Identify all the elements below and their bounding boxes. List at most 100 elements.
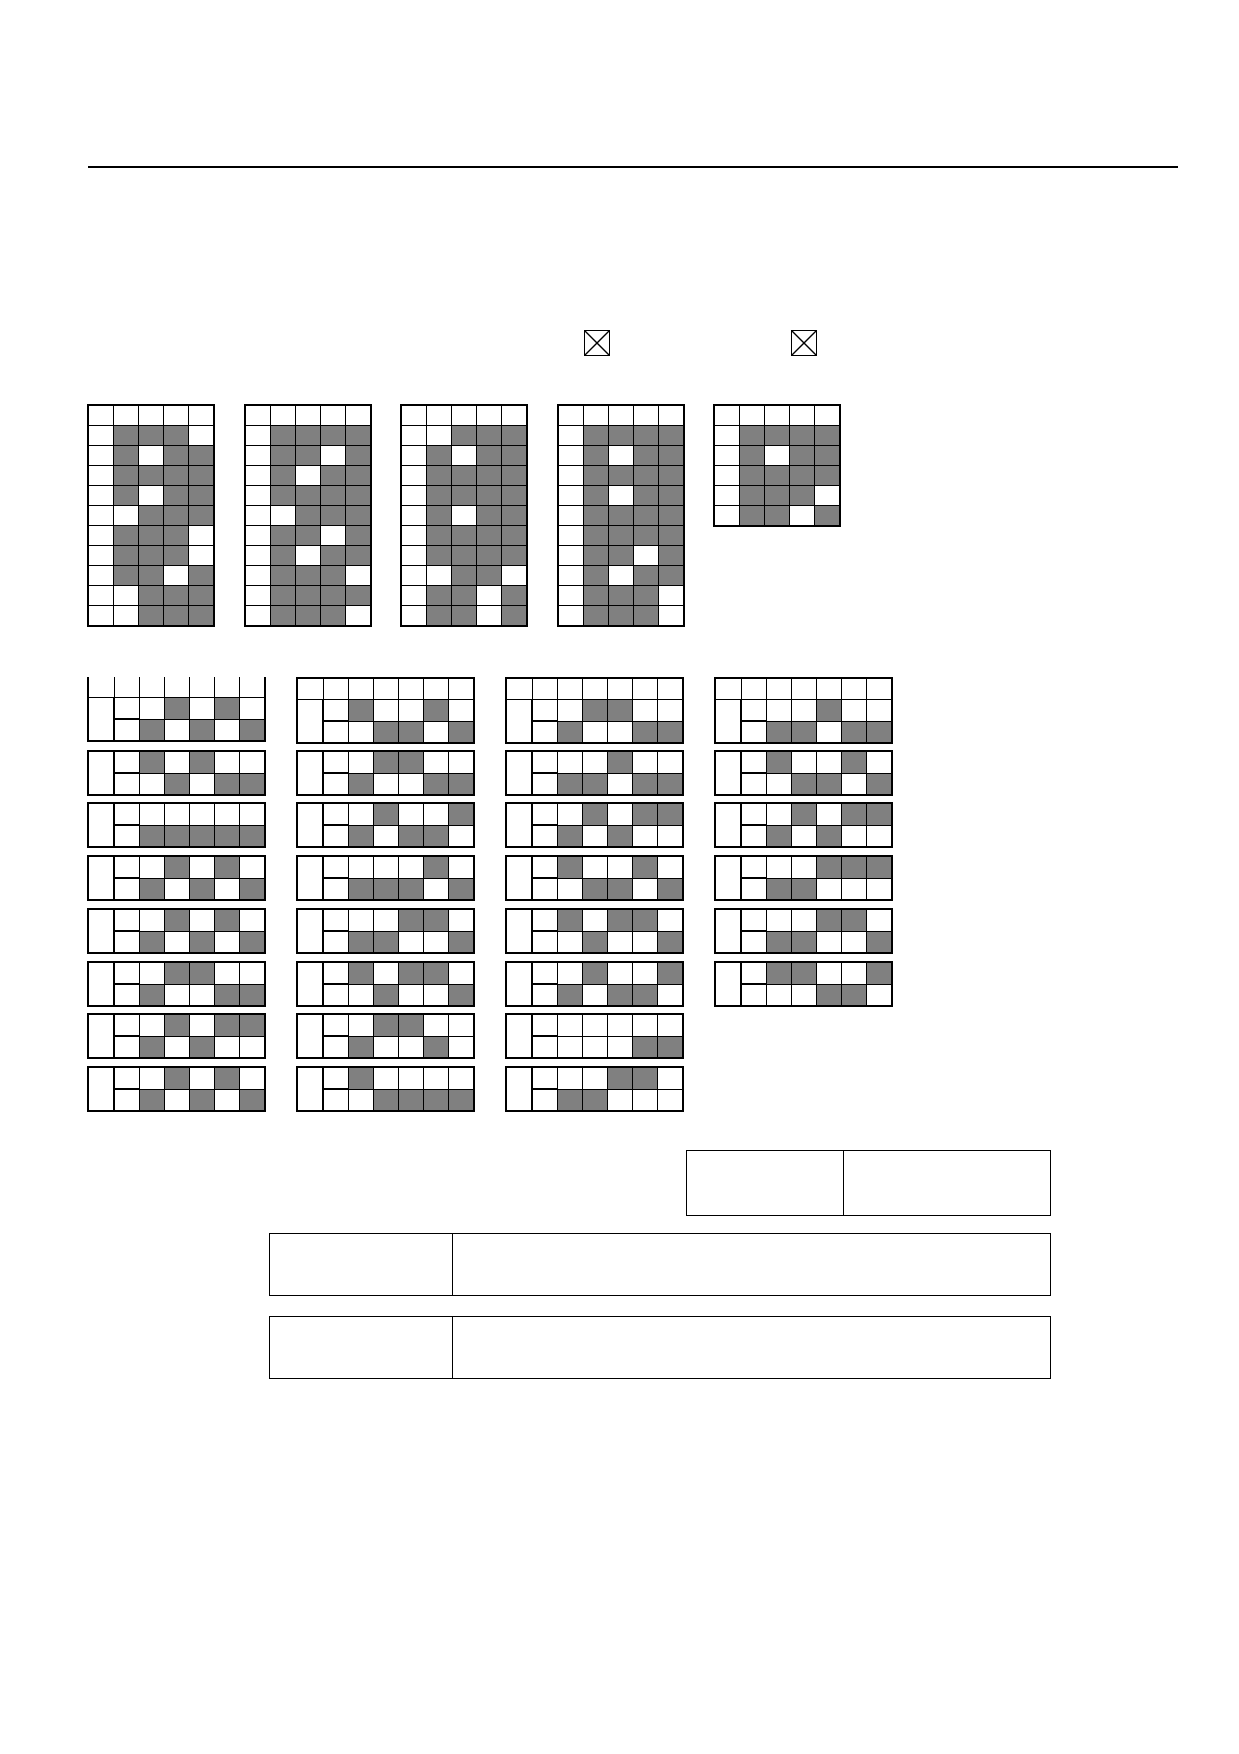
- strip-cell-filled[interactable]: [657, 802, 684, 826]
- grid-cell-filled[interactable]: [163, 545, 189, 566]
- grid-cell-filled[interactable]: [138, 585, 164, 606]
- grid-cell-filled[interactable]: [426, 505, 452, 526]
- grid-cell-empty[interactable]: [426, 565, 452, 586]
- strip-cell-filled[interactable]: [373, 802, 399, 826]
- strip-cell-empty[interactable]: [557, 930, 583, 954]
- strip-cell-filled[interactable]: [766, 750, 792, 774]
- answer-box-cell[interactable]: [687, 1151, 843, 1215]
- grid-cell-empty[interactable]: [113, 605, 139, 627]
- grid-cell-filled[interactable]: [138, 545, 164, 566]
- strip-cell-empty[interactable]: [239, 750, 266, 774]
- grid-cell-filled[interactable]: [658, 425, 685, 446]
- strip-cell-filled[interactable]: [214, 908, 240, 932]
- strip-cell-empty[interactable]: [557, 750, 583, 774]
- strip-cell-empty[interactable]: [139, 908, 165, 932]
- grid-cell-empty[interactable]: [244, 485, 271, 506]
- answer-box-label-cell[interactable]: [270, 1234, 452, 1295]
- strip-cell-empty[interactable]: [189, 1066, 215, 1090]
- strip-cell-filled[interactable]: [816, 983, 842, 1007]
- grid-cell-empty[interactable]: [713, 485, 740, 506]
- strip-cell-empty[interactable]: [657, 824, 684, 848]
- grid-cell-empty[interactable]: [557, 465, 584, 486]
- grid-cell-filled[interactable]: [583, 425, 609, 446]
- strip-cell-empty[interactable]: [348, 855, 374, 879]
- strip-cell-empty[interactable]: [448, 1035, 475, 1059]
- grid-cell-empty[interactable]: [608, 404, 634, 426]
- strip-cell-empty[interactable]: [791, 983, 817, 1007]
- grid-cell-filled[interactable]: [476, 465, 502, 486]
- grid-cell-filled[interactable]: [633, 485, 659, 506]
- strip-cell-filled[interactable]: [632, 1066, 658, 1090]
- strip-cell-empty[interactable]: [164, 983, 190, 1007]
- strip-cell-filled[interactable]: [448, 1088, 475, 1112]
- strip-cell-empty[interactable]: [423, 1013, 449, 1037]
- grid-cell-filled[interactable]: [320, 565, 346, 586]
- grid-cell-filled[interactable]: [345, 545, 372, 566]
- strip-cell-empty[interactable]: [214, 930, 240, 954]
- grid-cell-filled[interactable]: [739, 505, 765, 527]
- strip-cell-filled[interactable]: [164, 961, 190, 985]
- strip-cell-empty[interactable]: [582, 824, 608, 848]
- strip-cell-empty[interactable]: [816, 961, 842, 985]
- grid-cell-empty[interactable]: [557, 605, 584, 627]
- grid-cell-filled[interactable]: [451, 485, 477, 506]
- grid-cell-filled[interactable]: [789, 465, 815, 486]
- strip-cell-empty[interactable]: [607, 930, 633, 954]
- grid-cell-filled[interactable]: [501, 445, 528, 466]
- strip-cell-empty[interactable]: [423, 877, 449, 901]
- strip-cell-empty[interactable]: [582, 908, 608, 932]
- strip-cell-filled[interactable]: [398, 1088, 424, 1112]
- strip-cell-empty[interactable]: [657, 1088, 684, 1112]
- strip-cell-filled[interactable]: [398, 1013, 424, 1037]
- strip-cell-filled[interactable]: [607, 824, 633, 848]
- strip-cell-empty[interactable]: [164, 877, 190, 901]
- strip-cell-filled[interactable]: [557, 720, 583, 744]
- strip-cell-filled[interactable]: [139, 983, 165, 1007]
- grid-cell-filled[interactable]: [451, 585, 477, 606]
- grid-cell-empty[interactable]: [295, 545, 321, 566]
- strip-cell-empty[interactable]: [766, 699, 792, 722]
- strip-cell-empty[interactable]: [816, 750, 842, 774]
- grid-cell-empty[interactable]: [814, 404, 841, 426]
- grid-cell-empty[interactable]: [244, 404, 271, 426]
- strip-cell-empty[interactable]: [139, 1013, 165, 1037]
- grid-cell-filled[interactable]: [295, 565, 321, 586]
- strip-cell-empty[interactable]: [866, 877, 893, 901]
- grid-cell-filled[interactable]: [476, 425, 502, 446]
- strip-cell-empty[interactable]: [657, 855, 684, 879]
- grid-cell-filled[interactable]: [163, 485, 189, 506]
- strip-cell-filled[interactable]: [607, 750, 633, 774]
- strip-cell-filled[interactable]: [791, 930, 817, 954]
- strip-cell-filled[interactable]: [189, 877, 215, 901]
- strip-cell-filled[interactable]: [632, 802, 658, 826]
- strip-cell-empty[interactable]: [189, 908, 215, 932]
- strip-cell-empty[interactable]: [791, 855, 817, 879]
- grid-cell-filled[interactable]: [188, 505, 215, 526]
- strip-cell-filled[interactable]: [866, 961, 893, 985]
- strip-cell-filled[interactable]: [841, 802, 867, 826]
- strip-cell-empty[interactable]: [816, 720, 842, 744]
- grid-cell-filled[interactable]: [658, 565, 685, 586]
- strip-cell-filled[interactable]: [398, 720, 424, 744]
- grid-cell-empty[interactable]: [163, 565, 189, 586]
- strip-cell-filled[interactable]: [557, 908, 583, 932]
- grid-cell-filled[interactable]: [764, 465, 790, 486]
- strip-cell-empty[interactable]: [632, 877, 658, 901]
- strip-cell-empty[interactable]: [607, 855, 633, 879]
- strip-cell-filled[interactable]: [398, 961, 424, 985]
- grid-cell-filled[interactable]: [270, 545, 296, 566]
- grid-cell-filled[interactable]: [451, 565, 477, 586]
- strip-cell-empty[interactable]: [398, 802, 424, 826]
- grid-cell-empty[interactable]: [557, 505, 584, 526]
- grid-cell-filled[interactable]: [163, 425, 189, 446]
- grid-cell-filled[interactable]: [345, 485, 372, 506]
- grid-cell-empty[interactable]: [163, 404, 189, 426]
- strip-cell-filled[interactable]: [582, 877, 608, 901]
- strip-cell-filled[interactable]: [423, 699, 449, 722]
- strip-cell-filled[interactable]: [373, 983, 399, 1007]
- strip-cell-empty[interactable]: [657, 699, 684, 722]
- strip-cell-empty[interactable]: [448, 855, 475, 879]
- grid-cell-filled[interactable]: [476, 545, 502, 566]
- strip-cell-empty[interactable]: [348, 1013, 374, 1037]
- grid-cell-empty[interactable]: [608, 445, 634, 466]
